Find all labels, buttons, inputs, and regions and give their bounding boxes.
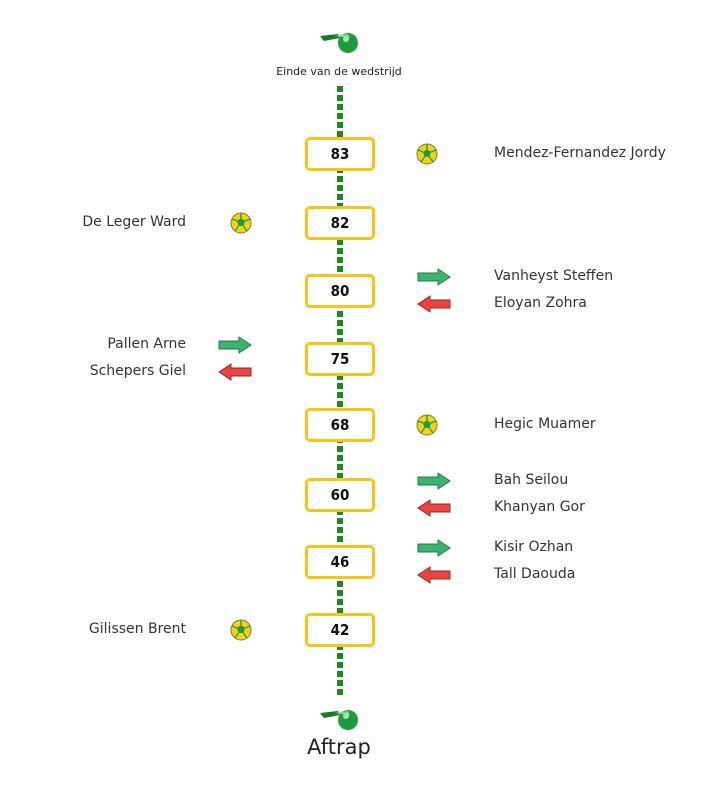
- player-in-name: Pallen Arne: [107, 336, 186, 352]
- player-out-name: Schepers Giel: [89, 363, 186, 379]
- whistle-icon: [320, 33, 358, 53]
- arrow-in-icon: [417, 268, 451, 286]
- arrow-out-icon: [417, 295, 451, 313]
- soccer-ball-icon: [416, 143, 438, 165]
- minute-box: 75: [305, 342, 375, 376]
- player-out-name: Eloyan Zohra: [494, 295, 587, 311]
- minute-box: 68: [305, 408, 375, 442]
- player-out-name: Tall Daouda: [494, 566, 576, 582]
- minute-box: 60: [305, 478, 375, 512]
- goal-scorer-name: Gilissen Brent: [88, 621, 186, 637]
- player-in-name: Bah Seilou: [494, 472, 569, 488]
- player-in-name: Vanheyst Steffen: [494, 268, 614, 284]
- minute-box: 42: [305, 613, 375, 647]
- arrow-out-icon: [218, 363, 252, 381]
- soccer-ball-icon: [230, 212, 252, 234]
- arrow-out-icon: [417, 566, 451, 584]
- match-end-label: Einde van de wedstrijd: [276, 65, 402, 78]
- minute-box: 80: [305, 274, 375, 308]
- soccer-ball-icon: [416, 414, 438, 436]
- whistle-icon: [320, 710, 358, 730]
- goal-scorer-name: De Leger Ward: [82, 214, 186, 230]
- player-in-name: Kisir Ozhan: [494, 539, 574, 555]
- goal-scorer-name: Hegic Muamer: [494, 416, 596, 432]
- arrow-in-icon: [218, 336, 252, 354]
- arrow-out-icon: [417, 499, 451, 517]
- arrow-in-icon: [417, 539, 451, 557]
- player-out-name: Khanyan Gor: [494, 499, 585, 515]
- kickoff-label: Aftrap: [307, 735, 371, 759]
- goal-scorer-name: Mendez-Fernandez Jordy: [494, 145, 666, 161]
- arrow-in-icon: [417, 472, 451, 490]
- minute-box: 82: [305, 206, 375, 240]
- soccer-ball-icon: [230, 619, 252, 641]
- minute-box: 83: [305, 137, 375, 171]
- timeline-line: [337, 86, 343, 698]
- minute-box: 46: [305, 545, 375, 579]
